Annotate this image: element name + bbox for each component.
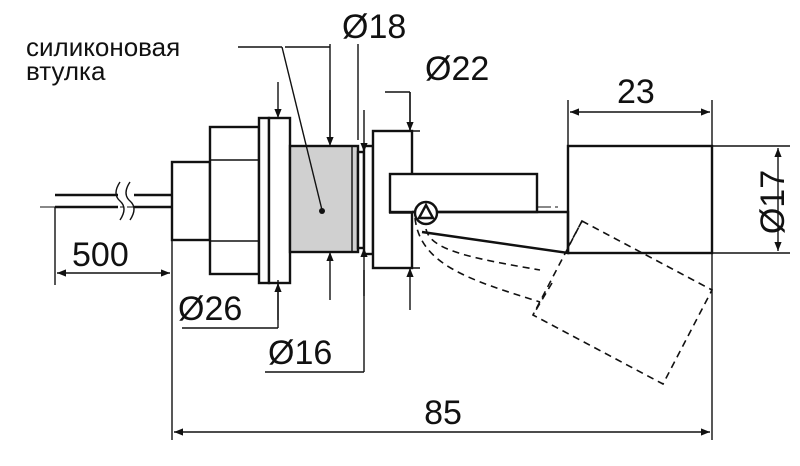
switch-body — [170, 116, 714, 285]
bushing-label-line2: втулка — [26, 56, 106, 86]
bushing-leader — [238, 46, 325, 214]
float-arm — [412, 210, 570, 255]
stem — [388, 172, 539, 214]
flange-washer — [257, 116, 271, 285]
leader-dot — [319, 208, 325, 214]
cable-gland — [170, 160, 212, 242]
dim-d17: Ø17 — [754, 170, 792, 234]
float — [566, 144, 714, 255]
dim-d18: Ø18 — [342, 8, 406, 46]
dimension-arrows — [57, 82, 782, 436]
bushing-label-line1: силиконовая — [26, 32, 180, 62]
dim-len23: 23 — [617, 73, 655, 111]
dim-len85: 85 — [424, 394, 462, 432]
cable — [55, 181, 172, 221]
dim-d16: Ø16 — [268, 334, 332, 372]
dim-d22: Ø22 — [425, 50, 489, 88]
cable-break-mark — [125, 181, 135, 221]
flange-plate — [267, 116, 292, 285]
hex-nut — [208, 125, 261, 276]
tilted-float — [414, 217, 714, 386]
pivot-triangle — [416, 202, 436, 220]
inner-ring — [362, 144, 375, 256]
silicone-bushing — [288, 144, 360, 254]
cable-break-mark — [115, 181, 125, 221]
dim-len500: 500 — [72, 236, 129, 274]
dim-d26: Ø26 — [178, 290, 242, 328]
